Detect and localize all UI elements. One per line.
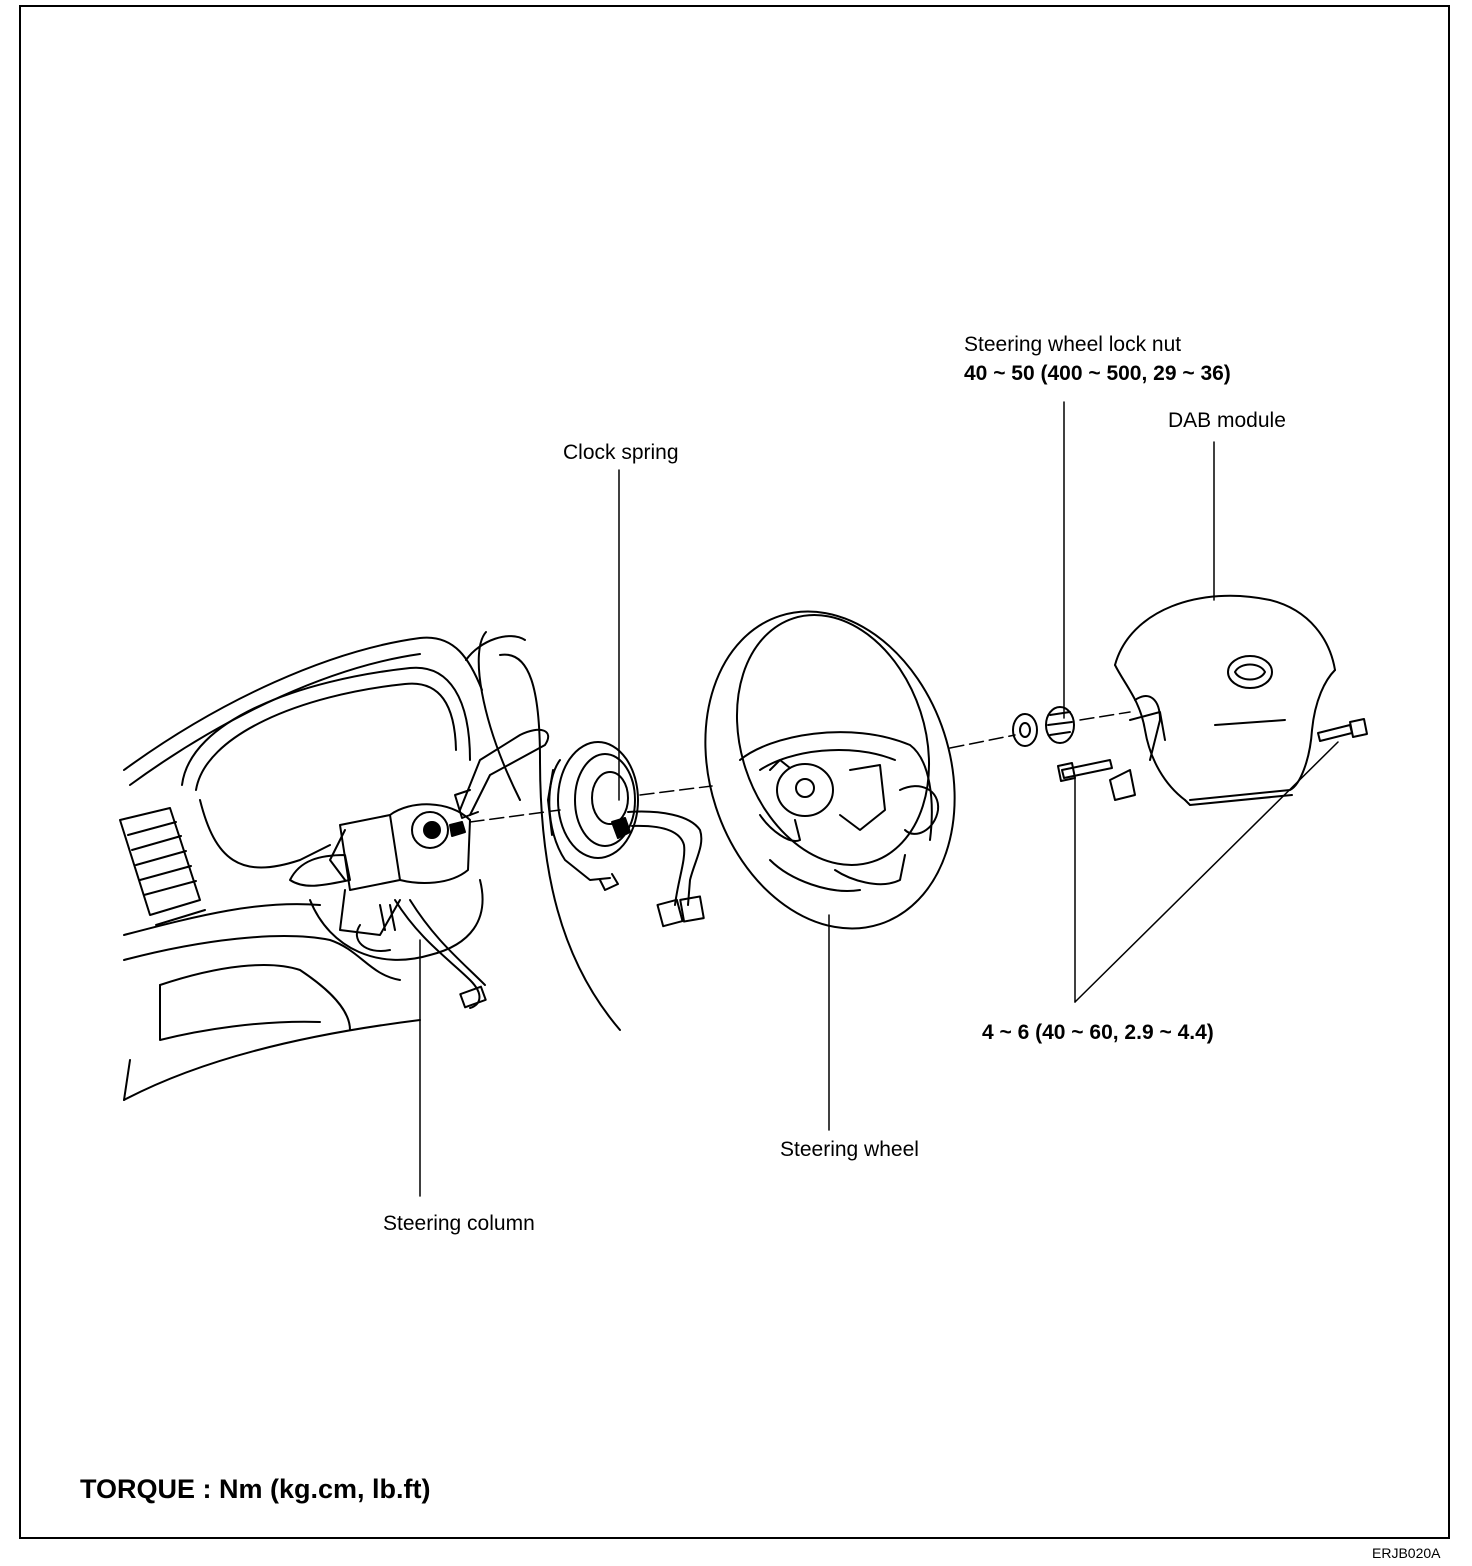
lock-nut-torque-label: 40 ~ 50 (400 ~ 500, 29 ~ 36): [964, 362, 1231, 385]
lock-nut-label: Steering wheel lock nut: [964, 333, 1182, 356]
diagram-frame: [19, 5, 1450, 1539]
bolt-leader-right: [1074, 741, 1339, 1003]
figure-code: ERJB020A: [1372, 1545, 1441, 1561]
clock-spring-label: Clock spring: [563, 441, 679, 464]
bolt-torque-label: 4 ~ 6 (40 ~ 60, 2.9 ~ 4.4): [982, 1021, 1214, 1044]
lock-nut-illustration: [1012, 706, 1075, 747]
steering-wheel-illustration: [704, 610, 956, 930]
dab-module-label: DAB module: [1168, 409, 1286, 432]
steering-column-label: Steering column: [383, 1212, 535, 1235]
dashboard-illustration: [119, 631, 621, 1101]
steering-column-illustration: [289, 728, 550, 1009]
assembly-center-line: [469, 711, 1131, 823]
dab-module-illustration: [1057, 594, 1368, 806]
steering-wheel-label: Steering wheel: [780, 1138, 919, 1161]
clock-spring-illustration: [547, 741, 705, 928]
torque-units-note: TORQUE : Nm (kg.cm, lb.ft): [80, 1474, 431, 1504]
